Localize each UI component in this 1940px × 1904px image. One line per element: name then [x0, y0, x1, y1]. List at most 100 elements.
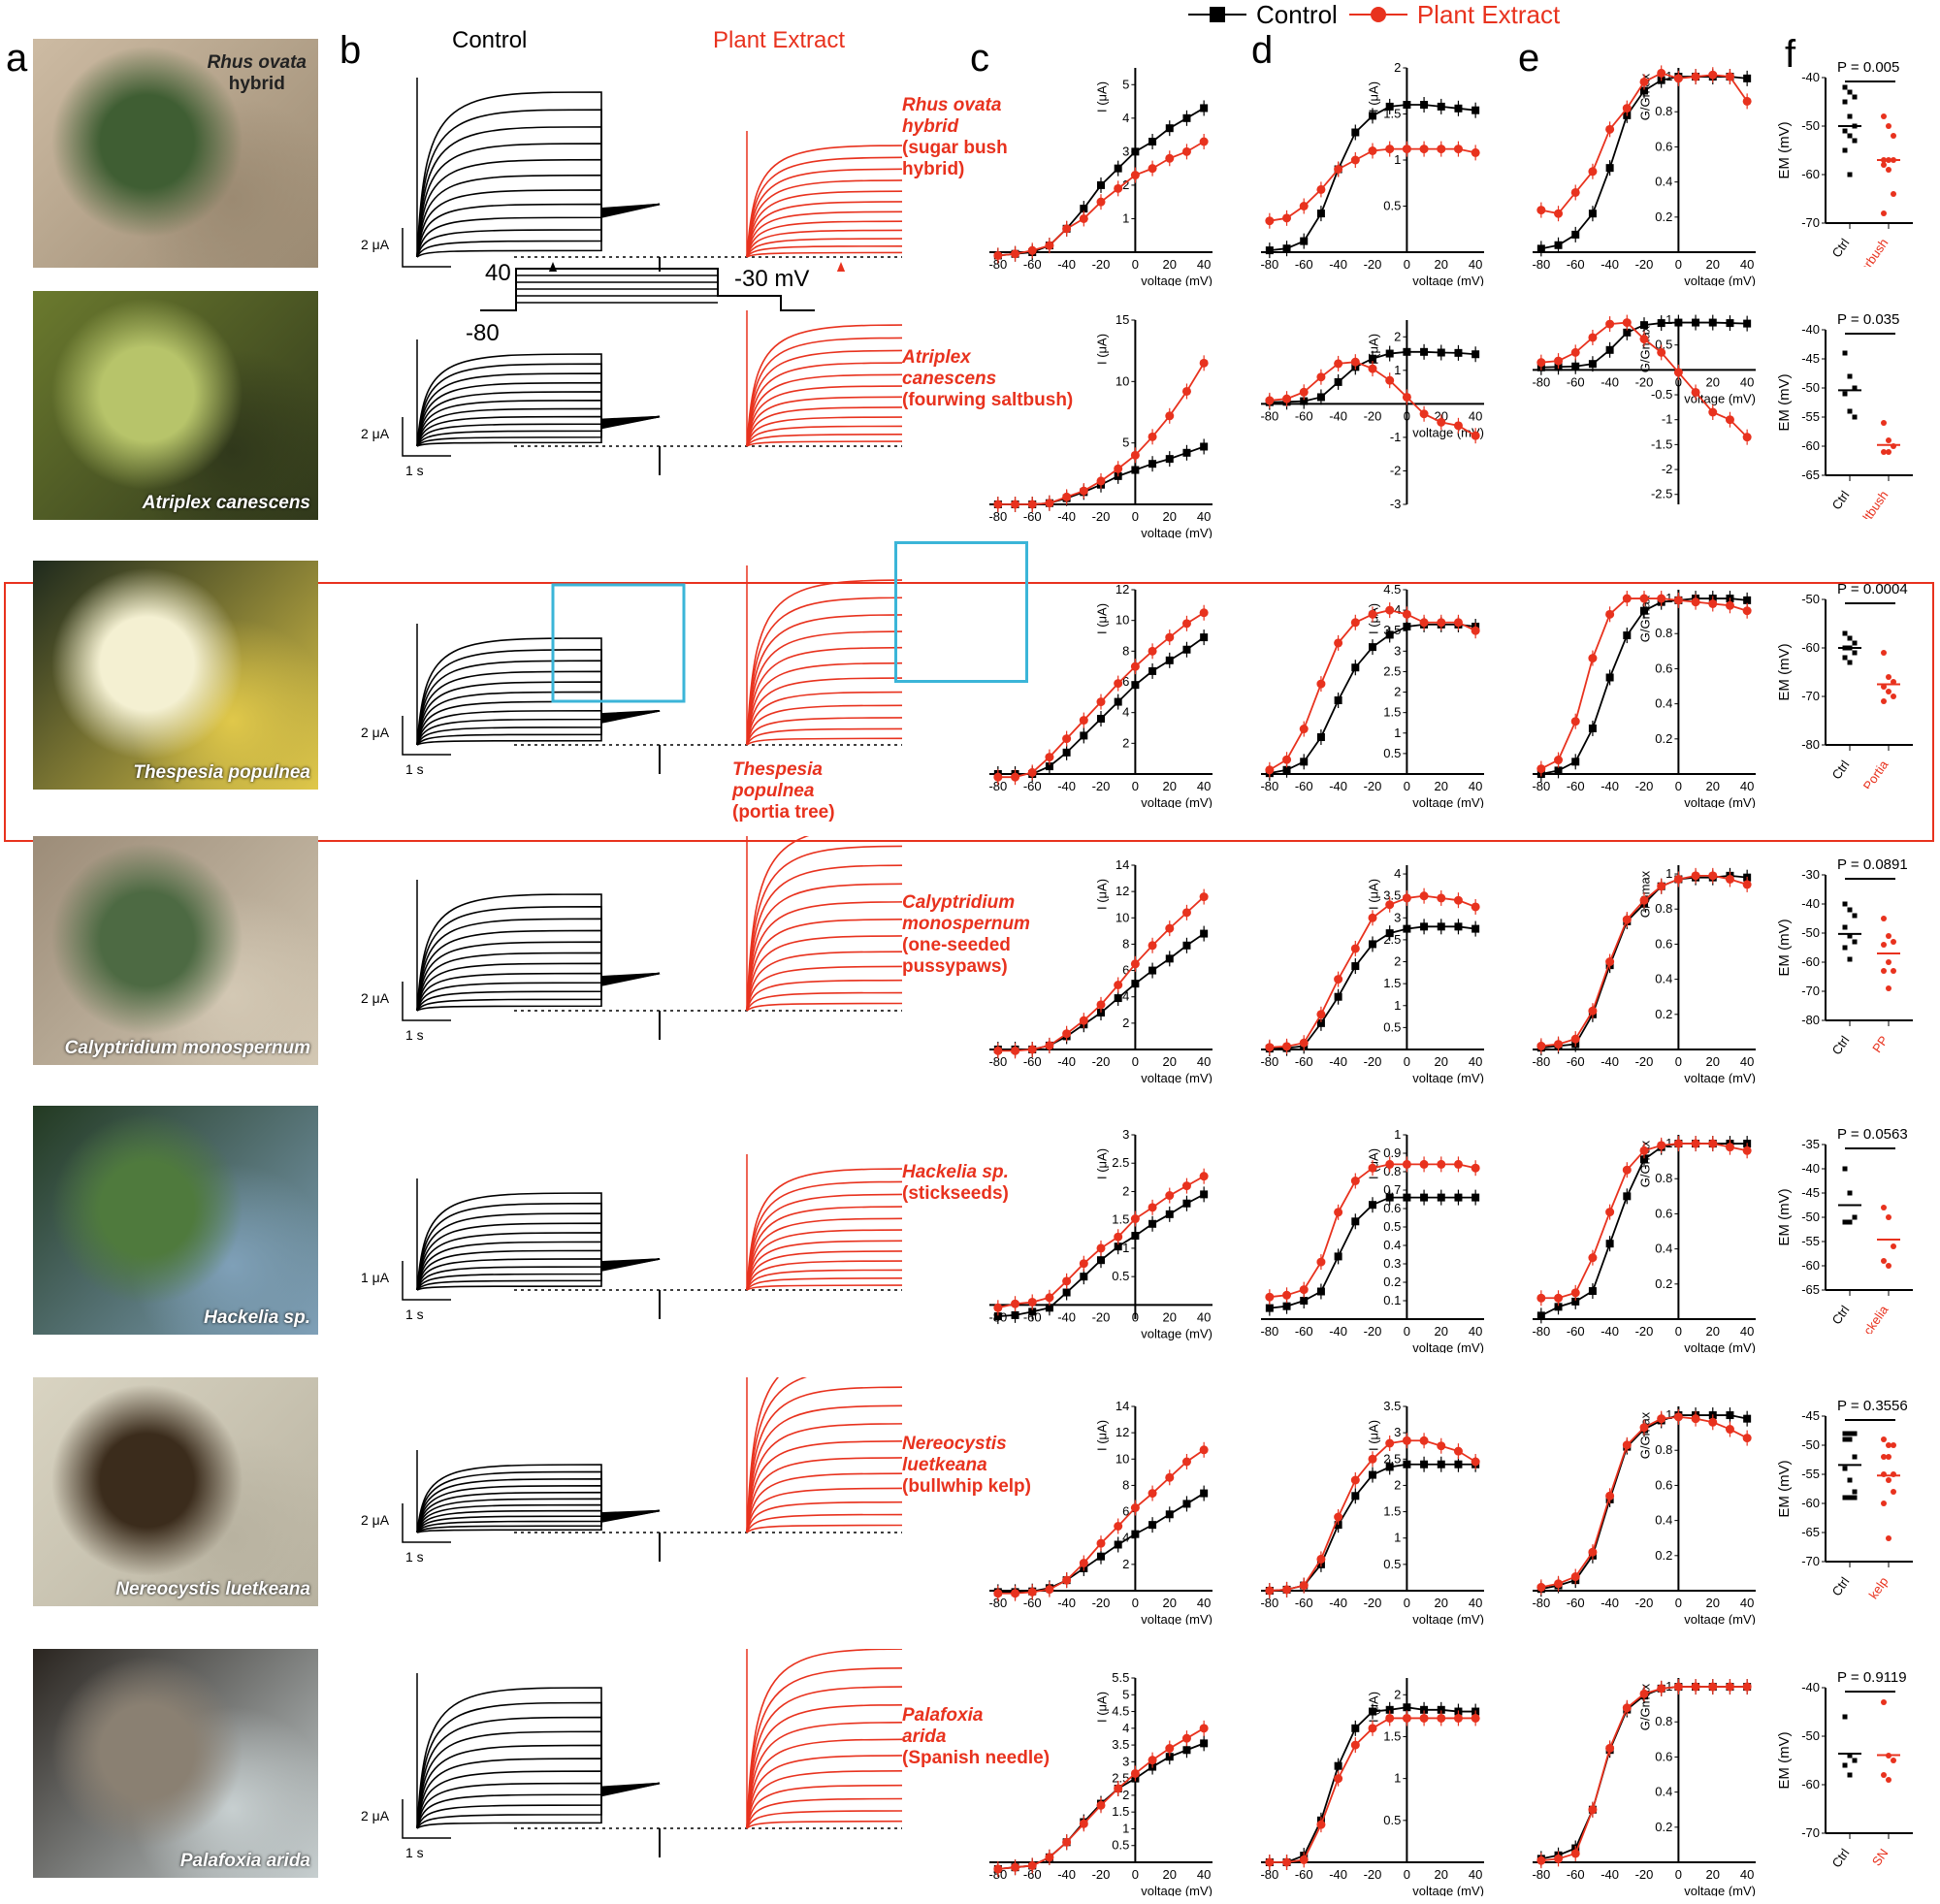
svg-text:-60: -60 — [1801, 438, 1820, 453]
svg-text:-65: -65 — [1801, 1282, 1820, 1297]
svg-text:-40: -40 — [1057, 257, 1076, 272]
svg-text:0: 0 — [1404, 1867, 1410, 1882]
svg-text:G/Gmax: G/Gmax — [1637, 870, 1652, 918]
panel-letter-c: c — [970, 37, 989, 80]
svg-text:1.5: 1.5 — [1383, 705, 1401, 720]
svg-text:0.4: 0.4 — [1383, 1238, 1401, 1252]
svg-text:-20: -20 — [1364, 1054, 1382, 1069]
svg-text:-80: -80 — [1260, 779, 1278, 793]
plant-photo: Calyptridium monospernum — [33, 836, 318, 1065]
photo-caption: Atriplex canescens — [142, 493, 310, 513]
current-traces: 2 μA1 s — [361, 1649, 902, 1860]
svg-text:voltage (mV): voltage (mV) — [1141, 795, 1212, 808]
svg-text:-80: -80 — [1260, 257, 1278, 272]
svg-text:-3: -3 — [1390, 497, 1402, 511]
svg-text:0: 0 — [1404, 1324, 1410, 1339]
svg-text:1.5: 1.5 — [1383, 1728, 1401, 1743]
svg-text:-1.5: -1.5 — [1651, 436, 1672, 451]
svg-text:20: 20 — [1435, 1054, 1448, 1069]
svg-text:1: 1 — [1394, 1127, 1401, 1142]
svg-text:1.5: 1.5 — [1383, 976, 1401, 990]
current-traces: 1 μA1 s — [361, 1154, 902, 1322]
svg-text:-80: -80 — [1260, 1867, 1278, 1882]
svg-text:0.6: 0.6 — [1655, 936, 1672, 951]
svg-text:-60: -60 — [1801, 167, 1820, 181]
svg-text:I (μA): I (μA) — [1094, 1148, 1109, 1179]
svg-text:0.6: 0.6 — [1655, 1206, 1672, 1220]
svg-text:I (μA): I (μA) — [1366, 81, 1380, 113]
svg-text:40: 40 — [1469, 1867, 1482, 1882]
svg-text:20: 20 — [1163, 779, 1177, 793]
svg-text:-80: -80 — [988, 509, 1007, 524]
svg-text:0.1: 0.1 — [1383, 1293, 1401, 1307]
svg-text:0: 0 — [1675, 1054, 1682, 1069]
svg-text:2.5: 2.5 — [1383, 1451, 1401, 1466]
svg-text:Ctrl: Ctrl — [1829, 758, 1853, 782]
svg-text:0.5: 0.5 — [1383, 1019, 1401, 1034]
svg-text:0.2: 0.2 — [1383, 1275, 1401, 1289]
svg-text:-60: -60 — [1295, 1054, 1313, 1069]
svg-text:40: 40 — [1197, 1867, 1211, 1882]
svg-text:SN: SN — [1869, 1846, 1892, 1868]
svg-text:15: 15 — [1116, 312, 1129, 327]
svg-text:10: 10 — [1116, 910, 1129, 924]
svg-text:-20: -20 — [1364, 779, 1382, 793]
photo-caption: Palafoxia arida — [179, 1851, 310, 1871]
svg-text:20: 20 — [1706, 1596, 1720, 1610]
scale-current: 2 μA — [361, 1808, 390, 1823]
svg-text:-40: -40 — [1329, 257, 1347, 272]
svg-text:40: 40 — [1197, 1309, 1211, 1324]
svg-text:1.5: 1.5 — [1112, 1212, 1129, 1227]
svg-text:2.5: 2.5 — [1383, 663, 1401, 678]
svg-text:-40: -40 — [1329, 1596, 1347, 1610]
svg-text:0: 0 — [1675, 1596, 1682, 1610]
photo-caption: Calyptridium monospernum — [64, 1038, 310, 1058]
svg-text:40: 40 — [1469, 779, 1482, 793]
svg-text:0.8: 0.8 — [1655, 104, 1672, 118]
svg-text:0.2: 0.2 — [1655, 1007, 1672, 1021]
svg-text:voltage (mV): voltage (mV) — [1684, 274, 1756, 286]
svg-text:0: 0 — [1404, 408, 1410, 423]
square-marker-icon — [1188, 7, 1246, 22]
svg-text:20: 20 — [1163, 1596, 1177, 1610]
svg-text:-20: -20 — [1092, 1309, 1111, 1324]
svg-text:-40: -40 — [1600, 257, 1619, 272]
svg-text:-60: -60 — [1801, 1777, 1820, 1791]
svg-text:I (μA): I (μA) — [1094, 81, 1109, 113]
svg-text:3: 3 — [1122, 144, 1129, 158]
svg-text:-80: -80 — [1532, 1054, 1550, 1069]
column-control-title: Control — [452, 27, 528, 53]
svg-text:-35: -35 — [1801, 1137, 1820, 1151]
panel-letter-f: f — [1785, 33, 1796, 76]
svg-text:-20: -20 — [1092, 1054, 1111, 1069]
svg-text:-1: -1 — [1390, 430, 1402, 444]
svg-text:-20: -20 — [1635, 1054, 1654, 1069]
svg-text:0.8: 0.8 — [1655, 1714, 1672, 1728]
svg-text:saltbush: saltbush — [1852, 488, 1891, 519]
svg-text:-45: -45 — [1801, 351, 1820, 366]
svg-text:kelp: kelp — [1865, 1574, 1891, 1601]
svg-text:-80: -80 — [1532, 1867, 1550, 1882]
svg-text:12: 12 — [1116, 1425, 1129, 1439]
svg-text:0: 0 — [1132, 1596, 1139, 1610]
svg-text:40: 40 — [1197, 1054, 1211, 1069]
svg-text:0: 0 — [1675, 779, 1682, 793]
current-traces: 2 μA1 s — [361, 78, 902, 272]
svg-text:4: 4 — [1122, 705, 1129, 720]
svg-text:3: 3 — [1122, 1127, 1129, 1142]
svg-text:4: 4 — [1122, 989, 1129, 1004]
svg-text:-50: -50 — [1801, 1437, 1820, 1452]
svg-text:-70: -70 — [1801, 689, 1820, 703]
svg-text:3: 3 — [1394, 910, 1401, 924]
